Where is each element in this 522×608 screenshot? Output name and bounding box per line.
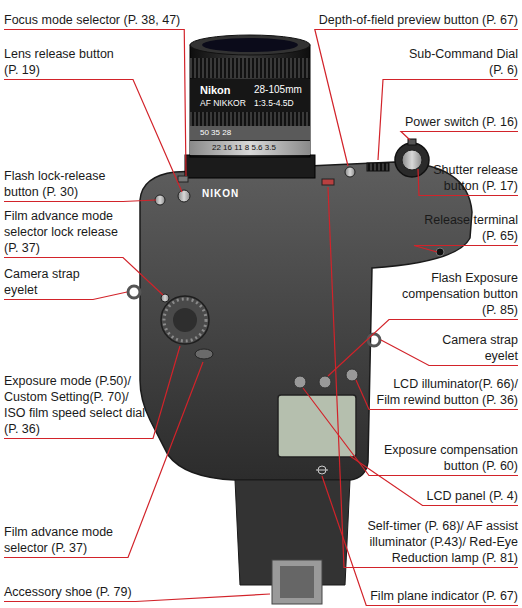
button — [346, 369, 358, 381]
callout-label: Camera strap eyelet — [4, 266, 89, 298]
lens-glass — [202, 38, 298, 52]
callout-label: Sub-Command Dial (P. 6) — [403, 46, 518, 78]
callout-label: Depth-of-field preview button (P. 67) — [319, 12, 518, 28]
ring-divider — [190, 140, 310, 141]
strap-eyelet — [368, 334, 380, 346]
callout-label: Accessory shoe (P. 79) — [4, 584, 132, 600]
strap-eyelet — [128, 286, 140, 298]
lens-mount — [185, 155, 315, 178]
callout-label: Shutter release button (P. 17) — [423, 162, 518, 194]
callout-label: Power switch (P. 16) — [405, 114, 518, 130]
callout-label: Release terminal (P. 65) — [418, 212, 518, 244]
lens-band — [190, 79, 310, 112]
zoom-scale — [190, 126, 310, 140]
lens-marking: 28-105mm — [254, 84, 302, 96]
lens-marking: Nikon — [200, 84, 231, 96]
accessory-shoe — [272, 560, 322, 604]
leader-line — [4, 362, 203, 558]
leader-line — [414, 246, 518, 253]
dof-button — [345, 167, 355, 177]
lens-marking: NIKON — [202, 188, 239, 200]
lens-marking: AF NIKKOR — [200, 98, 246, 108]
film-plane-mark — [316, 470, 328, 471]
lens-release-button — [178, 190, 190, 202]
sub-command-dial — [367, 163, 389, 171]
leader-line — [401, 132, 518, 141]
lens-marking: 22 16 11 8 5.6 3.5 — [212, 143, 276, 153]
lens-marking: 1:3.5-4.5D — [254, 98, 294, 108]
callout-label: Camera strap eyelet — [433, 332, 518, 364]
aperture-ring — [190, 141, 310, 155]
camera-body — [140, 162, 472, 480]
leader-line — [4, 30, 186, 177]
callout-label: Self-timer (P. 68)/ AF assist illuminato… — [348, 518, 518, 566]
accessory-shoe-inner — [280, 566, 314, 598]
callout-label: Film advance mode selector lock release … — [4, 208, 119, 256]
leader-line — [4, 200, 156, 202]
focus-mode-lever — [178, 176, 188, 182]
power-switch — [395, 143, 429, 177]
mode-dial-center — [173, 308, 197, 332]
lens-barrel — [190, 45, 310, 157]
callout-label: Film advance mode selector (P. 37) — [4, 524, 124, 556]
leader-line — [328, 187, 518, 568]
button — [294, 376, 306, 388]
callout-label: Exposure mode (P.50)/ Custom Setting(P. … — [4, 373, 149, 437]
lens-front — [190, 35, 310, 55]
release-terminal — [436, 248, 444, 256]
zoom-ring — [190, 112, 310, 126]
leader-line — [315, 30, 518, 167]
mode-dial — [161, 296, 209, 344]
leader-line — [322, 476, 518, 606]
button — [319, 376, 331, 388]
callout-label: LCD illuminator(P. 66)/ Film rewind butt… — [373, 376, 518, 408]
callout-label: LCD panel (P. 4) — [427, 488, 519, 504]
callout-label: Film plane indicator (P. 67) — [370, 588, 518, 604]
self-timer-lamp — [322, 179, 334, 185]
lock-release-button — [161, 294, 169, 302]
callout-label: Focus mode selector (P. 38, 47) — [4, 12, 180, 28]
shutter-button — [402, 150, 422, 170]
flash-lock-button — [155, 195, 165, 205]
focus-ring — [190, 58, 310, 78]
lcd-panel — [278, 395, 356, 457]
film-advance-lever — [195, 349, 213, 359]
callout-label: Flash lock-release button (P. 30) — [4, 168, 119, 200]
callout-label: Flash Exposure compensation button (P. 8… — [393, 270, 518, 318]
callout-label: Lens release button (P. 19) — [4, 46, 129, 78]
leader-line — [378, 80, 518, 161]
lens-marking: 50 35 28 — [200, 128, 231, 138]
mode-dial-ribs — [164, 299, 206, 341]
leader-line — [4, 346, 180, 439]
leader-line — [328, 320, 518, 377]
callout-label: Exposure compensation button (P. 60) — [373, 442, 518, 474]
